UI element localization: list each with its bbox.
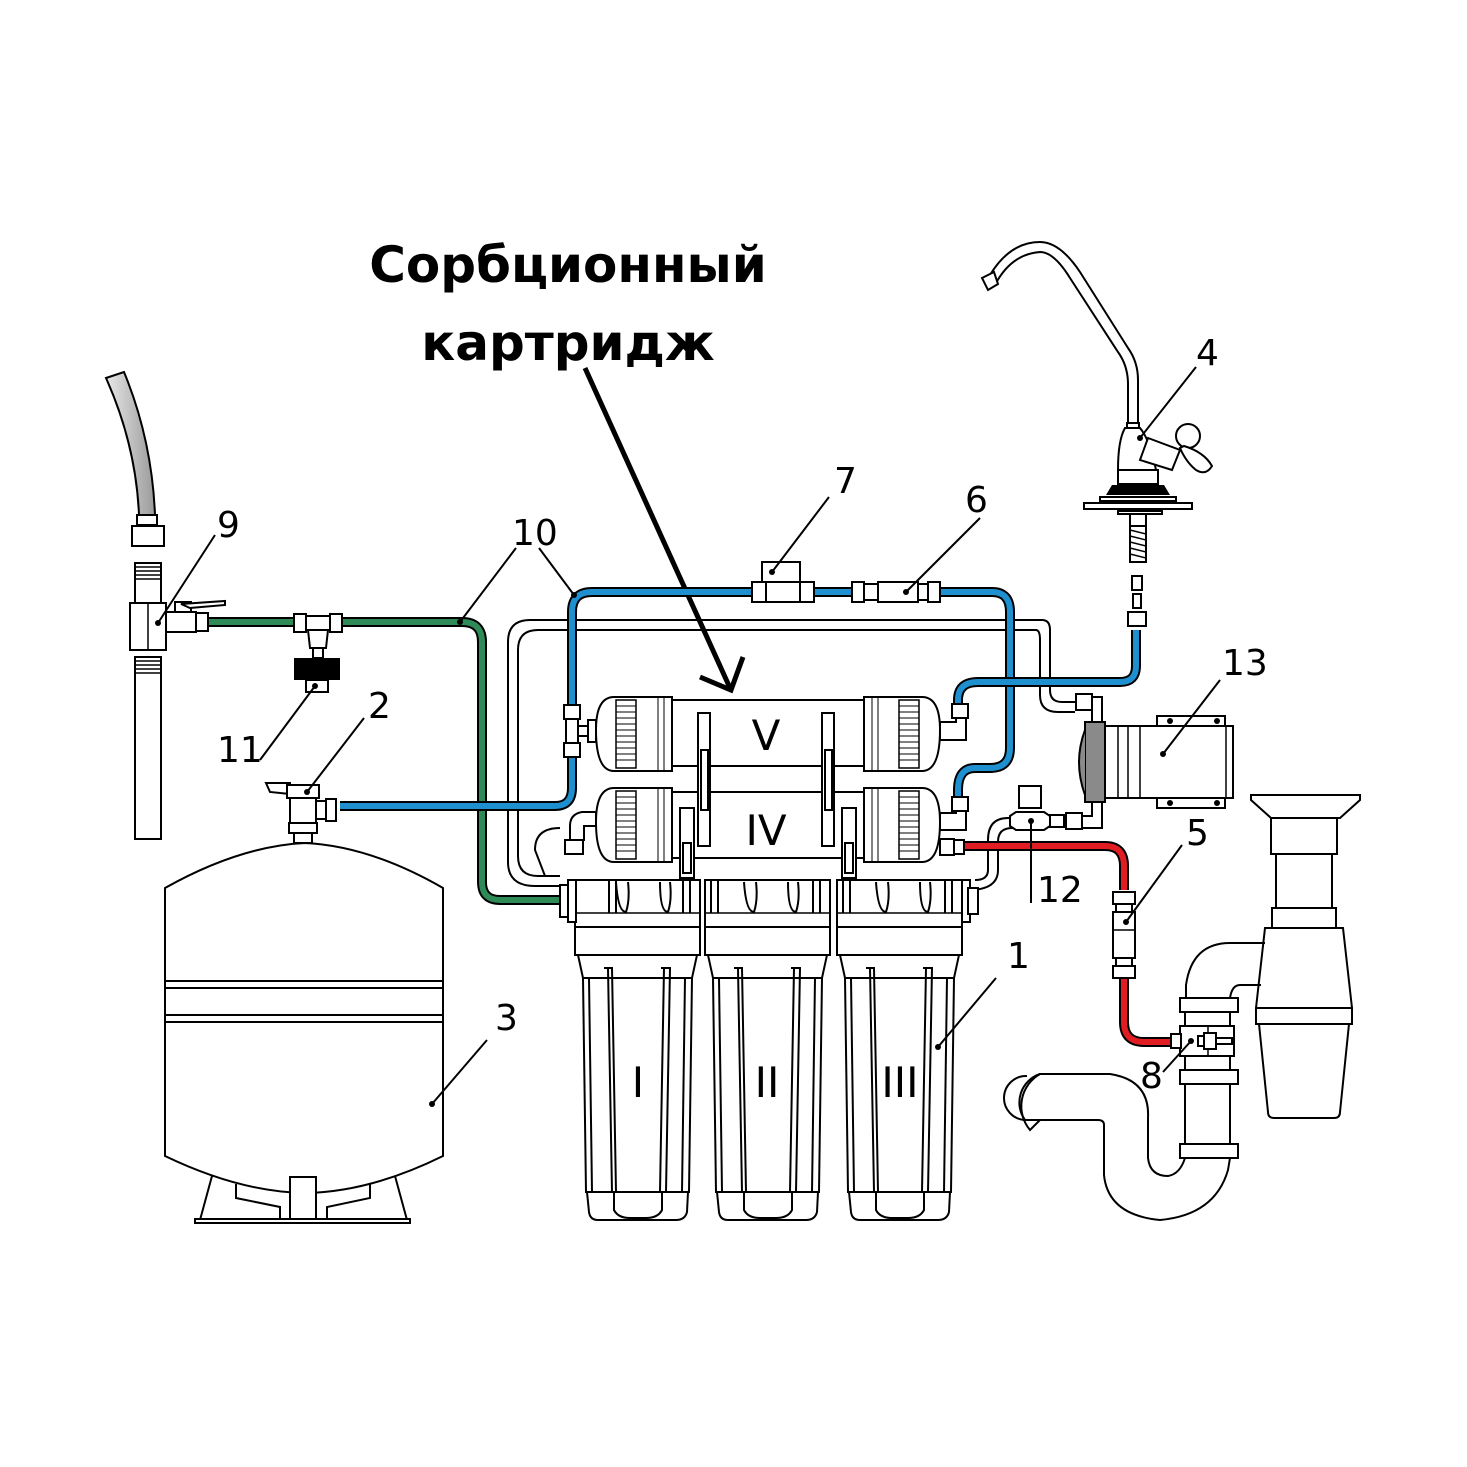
sink-siphon (1003, 794, 1361, 1222)
cartridge-V: V (594, 696, 942, 772)
clean-water-pipes (340, 587, 1141, 811)
label-I: I (632, 1058, 644, 1107)
callout-10: 10 (512, 513, 558, 554)
feed-water-pipe (208, 617, 560, 905)
label-IV: IV (745, 806, 786, 855)
prefilter-housing-I: I (574, 879, 701, 1221)
callout-8: 8 (1140, 1056, 1163, 1097)
pointer-arrow (582, 366, 746, 694)
callout-2: 2 (368, 686, 391, 727)
callout-numbers: 1 2 3 4 5 6 7 8 9 10 11 12 13 (217, 333, 1268, 1097)
auto-shut-off-valve-12 (1009, 785, 1065, 831)
callout-7: 7 (834, 461, 857, 502)
cartridge-brackets (679, 712, 857, 879)
callout-4: 4 (1196, 333, 1219, 374)
callout-3: 3 (495, 998, 518, 1039)
callout-11: 11 (217, 730, 263, 771)
housing-side-fittings (559, 879, 979, 923)
cap-ribs-left (615, 697, 665, 771)
cartridge-fittings (563, 703, 969, 856)
tank-valve-2 (264, 782, 337, 844)
callout-9: 9 (217, 505, 240, 546)
callout-13: 13 (1222, 643, 1268, 684)
label-III: III (881, 1058, 918, 1107)
storage-tank-3 (164, 841, 444, 1224)
cap-ribs-left (615, 788, 665, 862)
callout-5: 5 (1186, 813, 1209, 854)
callout-12: 12 (1037, 870, 1083, 911)
shut-off-valve-7 (751, 561, 815, 603)
cartridge-IV: IV (594, 787, 942, 863)
cap-ribs-right (871, 697, 920, 771)
prefilter-housing-III: III (836, 879, 963, 1221)
title-line-2: картридж (421, 314, 715, 372)
prefilter-housing-II: II (704, 879, 831, 1221)
cap-ribs-right (871, 788, 920, 862)
feed-water-adapter-9 (104, 370, 226, 840)
leader-lines (157, 366, 1221, 1107)
callout-1: 1 (1007, 936, 1030, 977)
title-block: Сорбционный картридж (369, 236, 767, 372)
callout-6: 6 (965, 480, 988, 521)
check-valve-6 (851, 581, 941, 603)
title-line-1: Сорбционный (369, 236, 767, 294)
flow-restrictor-5 (1112, 891, 1136, 979)
pressure-switch-11 (293, 613, 343, 693)
drain-pipe (960, 841, 1170, 1047)
label-II: II (755, 1058, 780, 1107)
label-V: V (752, 711, 781, 760)
faucet-4 (980, 240, 1214, 627)
booster-pump-13 (1065, 693, 1234, 830)
